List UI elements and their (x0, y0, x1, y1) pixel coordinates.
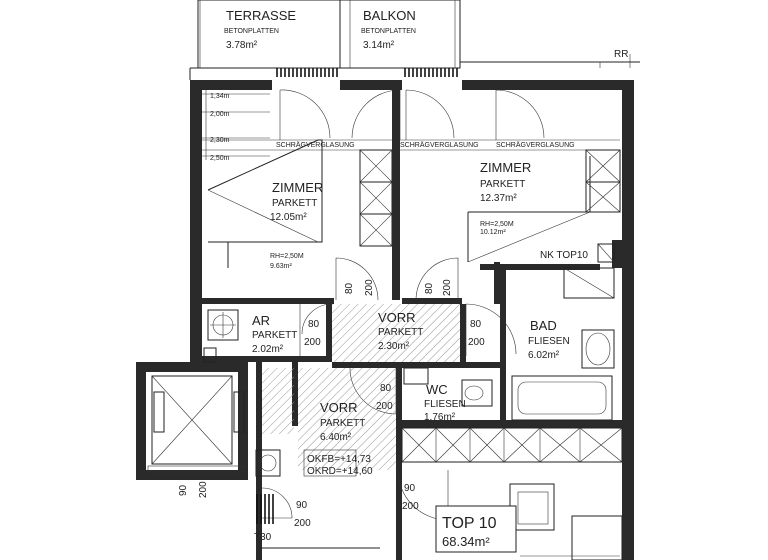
window-vent-right (402, 68, 460, 77)
door-90-h: 90 (178, 484, 189, 496)
wc-fixtures (403, 367, 493, 407)
nk-label: NK TOP10 (540, 250, 588, 261)
door-200-f: 200 (402, 501, 419, 512)
door-90-f: 90 (404, 483, 416, 494)
wardrobe-right (585, 149, 621, 213)
door-80-a: 80 (344, 282, 355, 294)
height-3: 2,30m (210, 137, 230, 144)
ar-fixture (207, 309, 239, 341)
vorr-hatch-upper (332, 304, 460, 362)
balkon-floor: BETONPLATTEN (361, 28, 416, 35)
shaft-box (255, 449, 281, 477)
height-1: 1,34m (210, 93, 230, 100)
door-80-e: 80 (380, 383, 392, 394)
zimmer2-rh-area: 10.12m² (480, 229, 506, 236)
wardrobe-left (359, 149, 393, 247)
wc-name: WC (426, 382, 448, 397)
exterior-walls (190, 80, 634, 560)
door-200-g: 200 (294, 518, 311, 529)
vorr1-name: VORR (378, 310, 416, 325)
okrd-label: OKRD=+14,60 (307, 466, 373, 477)
zimmer1-rh: RH=2,50M (270, 253, 304, 260)
nk-box (597, 243, 615, 263)
height-markers (202, 90, 270, 160)
vorr1-floor: PARKETT (378, 327, 423, 338)
door-200-d: 200 (468, 337, 485, 348)
wall-zimmer-divider (392, 90, 400, 300)
kitchen-cabinets (401, 427, 623, 463)
t30-label: T30 (254, 532, 272, 543)
elevator-gap (203, 347, 217, 363)
vorr2-area: 6.40m² (320, 432, 352, 443)
vorr2-floor: PARKETT (320, 418, 365, 429)
terrasse-name: TERRASSE (226, 8, 296, 23)
level-box (303, 449, 357, 477)
balkon-name: BALKON (363, 8, 416, 23)
door-200-a: 200 (364, 279, 375, 296)
slope-glazing (202, 139, 620, 151)
door-200-h: 200 (198, 481, 209, 498)
door-80-c: 80 (308, 319, 320, 330)
ar-name: AR (252, 313, 270, 328)
stair-vent (254, 494, 276, 524)
terrasse-floor: BETONPLATTEN (224, 28, 279, 35)
roof-line (460, 54, 640, 68)
wc-area: 1.76m² (424, 412, 456, 423)
slope-label-3: SCHRÄGVERGLASUNG (496, 141, 575, 149)
vorr-hatch-lower (298, 368, 396, 470)
zimmer1-height-zone (207, 139, 323, 268)
zimmer2-floor: PARKETT (480, 179, 525, 190)
door-200-c: 200 (304, 337, 321, 348)
zimmer1-floor: PARKETT (272, 198, 317, 209)
unit-name: TOP 10 (442, 515, 497, 532)
balkon-area: 3.14m² (363, 40, 395, 51)
door-200-b: 200 (442, 279, 453, 296)
bad-area: 6.02m² (528, 350, 560, 361)
zimmer2-area: 12.37m² (480, 193, 517, 204)
hallway-hatch-strip (262, 368, 294, 434)
bad-name: BAD (530, 318, 557, 333)
door-80-d: 80 (470, 319, 482, 330)
window-vent-left (276, 68, 338, 77)
elevator-shaft (136, 362, 248, 480)
balcony-doors (279, 89, 545, 140)
door-90-g: 90 (296, 500, 308, 511)
rr-label: RR (614, 49, 628, 60)
ar-area: 2.02m² (252, 344, 284, 355)
unit-label-box (435, 505, 517, 553)
height-4: 2,50m (210, 155, 230, 162)
vorr2-name: VORR (320, 400, 358, 415)
height-2: 2,00m (210, 111, 230, 118)
wc-floor: FLIESEN (424, 399, 466, 410)
vorr1-area: 2.30m² (378, 341, 410, 352)
shaft-box-circle (259, 454, 277, 472)
interior-walls (202, 262, 626, 560)
terrasse-area: 3.78m² (226, 40, 258, 51)
door-200-e: 200 (376, 401, 393, 412)
okfb-label: OKFB=+14,73 (307, 454, 371, 465)
bathroom-fixtures (511, 267, 615, 421)
slope-label-2: SCHRÄGVERGLASUNG (400, 141, 479, 149)
unit-area: 68.34m² (442, 534, 490, 549)
zimmer2-name: ZIMMER (480, 160, 531, 175)
zimmer1-name: ZIMMER (272, 180, 323, 195)
zimmer1-area: 12.05m² (270, 212, 307, 223)
slope-label-1: SCHRÄGVERGLASUNG (276, 141, 355, 149)
zimmer1-rh-area: 9.63m² (270, 263, 292, 270)
bad-floor: FLIESEN (528, 336, 570, 347)
ar-floor: PARKETT (252, 330, 297, 341)
door-80-b: 80 (424, 282, 435, 294)
zimmer2-rh: RH=2,50M (480, 221, 514, 228)
